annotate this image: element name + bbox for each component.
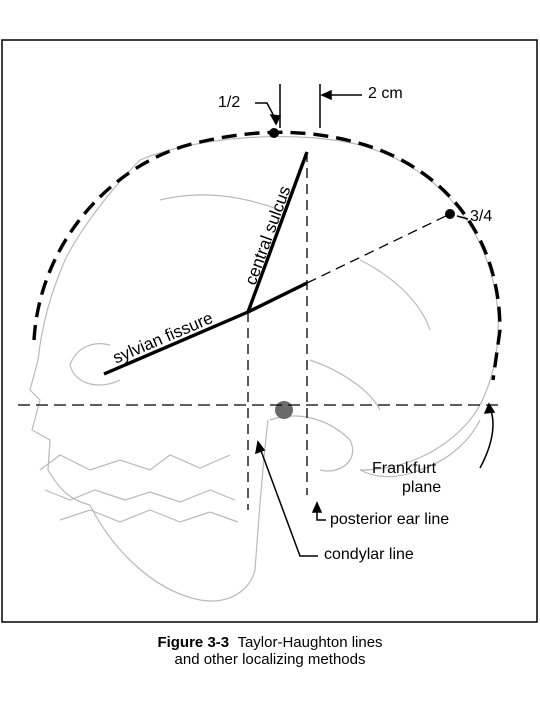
central-sulcus-line (246, 151, 309, 313)
label-condylar-line: condylar line (324, 546, 414, 563)
skull-outline (29, 135, 499, 602)
three-quarter-leader (456, 215, 469, 220)
label-three-quarter: 3/4 (470, 208, 493, 225)
label-frankfurt-plane: plane (402, 479, 442, 496)
three-quarter-dashed-line (306, 213, 451, 284)
label-posterior-ear-line: posterior ear line (330, 511, 450, 528)
caption-figure-number: Figure 3-3 (157, 634, 230, 651)
nasion-inion-arc (32, 130, 502, 381)
ear-canal-spot (275, 401, 293, 419)
figure-caption: Figure 3-3 Taylor-Haughton lines and oth… (0, 634, 540, 668)
posterior-ear-leader (311, 501, 326, 521)
condylar-leader (255, 440, 318, 557)
sylvian-fissure-line (103, 310, 249, 376)
frankfurt-leader (479, 402, 496, 469)
three-quarter-dot (445, 209, 455, 219)
caption-title: Taylor-Haughton lines (237, 634, 383, 651)
label-two-cm: 2 cm (368, 85, 403, 102)
midpoint-dot (269, 128, 279, 138)
label-half: 1/2 (218, 94, 241, 111)
caption-line-2: and other localizing methods (174, 651, 366, 668)
caption-line-1: Figure 3-3 Taylor-Haughton lines (0, 634, 540, 651)
sylvian-fissure-extension (247, 281, 308, 314)
two-cm-markers (255, 84, 362, 128)
figure-frame (1, 39, 538, 623)
label-frankfurt: Frankfurt (372, 460, 437, 477)
